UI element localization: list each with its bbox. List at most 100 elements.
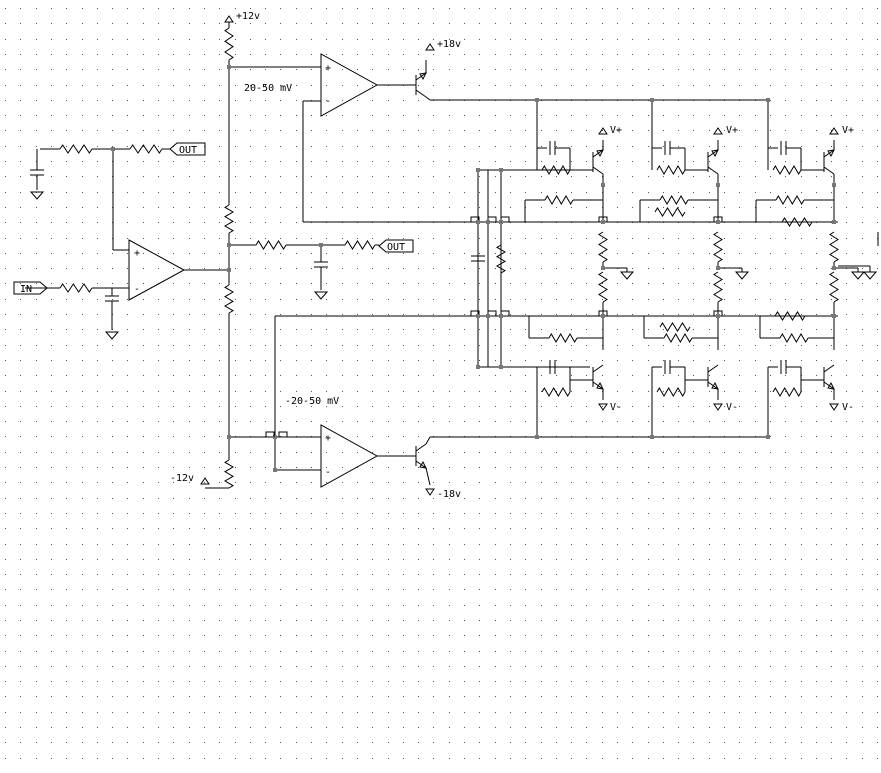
grid-dot [816, 23, 817, 24]
grid-dot [525, 482, 526, 483]
ground-symbol [734, 271, 750, 280]
grid-dot [250, 345, 251, 346]
grid-dot [801, 574, 802, 575]
grid-dot [403, 482, 404, 483]
grid-dot [66, 192, 67, 193]
grid-dot [36, 406, 37, 407]
grid-dot [280, 544, 281, 545]
grid-dot [479, 54, 480, 55]
grid-dot [479, 375, 480, 376]
grid-dot [112, 23, 113, 24]
grid-dot [51, 207, 52, 208]
grid-dot [602, 130, 603, 131]
grid-dot [495, 115, 496, 116]
grid-dot [158, 406, 159, 407]
opamp-input-minus: - [134, 284, 140, 295]
grid-dot [525, 360, 526, 361]
grid-dot [602, 85, 603, 86]
grid-dot [648, 574, 649, 575]
grid-dot [541, 115, 542, 116]
grid-dot [648, 253, 649, 254]
grid-dot [388, 574, 389, 575]
grid-dot [602, 283, 603, 284]
supply-arrow [598, 403, 608, 411]
grid-dot [479, 69, 480, 70]
junction-node [650, 98, 654, 102]
grid-dot [342, 238, 343, 239]
grid-dot [20, 666, 21, 667]
grid-dot [785, 727, 786, 728]
grid-dot [311, 268, 312, 269]
grid-dot [372, 100, 373, 101]
grid-dot [388, 452, 389, 453]
grid-dot [82, 23, 83, 24]
grid-dot [189, 589, 190, 590]
junction-node [499, 220, 503, 224]
grid-dot [433, 681, 434, 682]
grid-dot [724, 482, 725, 483]
grid-dot [556, 605, 557, 606]
grid-dot [739, 69, 740, 70]
grid-dot [541, 23, 542, 24]
junction-node [486, 314, 490, 318]
grid-dot [663, 161, 664, 162]
grid-dot [82, 605, 83, 606]
grid-dot [648, 360, 649, 361]
grid-dot [388, 345, 389, 346]
grid-dot [693, 329, 694, 330]
grid-dot [127, 635, 128, 636]
grid-dot [648, 268, 649, 269]
grid-dot [510, 238, 511, 239]
grid-dot [204, 39, 205, 40]
grid-dot [663, 253, 664, 254]
grid-dot [755, 23, 756, 24]
grid-dot [755, 85, 756, 86]
grid-dot [219, 268, 220, 269]
grid-dot [280, 299, 281, 300]
grid-dot [693, 528, 694, 529]
grid-dot [571, 238, 572, 239]
grid-dot [663, 681, 664, 682]
grid-dot [724, 651, 725, 652]
grid-dot [112, 268, 113, 269]
grid-dot [326, 467, 327, 468]
grid-dot [846, 253, 847, 254]
grid-dot [189, 651, 190, 652]
grid-dot [770, 666, 771, 667]
grid-dot [846, 176, 847, 177]
grid-dot [36, 605, 37, 606]
grid-dot [326, 54, 327, 55]
grid-dot [36, 436, 37, 437]
grid-dot [388, 192, 389, 193]
grid-dot [464, 605, 465, 606]
grid-dot [311, 329, 312, 330]
grid-dot [449, 238, 450, 239]
grid-dot [219, 574, 220, 575]
grid-dot [342, 635, 343, 636]
grid-dot [250, 559, 251, 560]
grid-dot [372, 651, 373, 652]
grid-dot [862, 559, 863, 560]
grid-dot [189, 329, 190, 330]
grid-dot [831, 758, 832, 759]
grid-dot [571, 8, 572, 9]
grid-dot [280, 528, 281, 529]
grid-dot [418, 115, 419, 116]
grid-dot [831, 589, 832, 590]
grid-dot [556, 421, 557, 422]
grid-dot [709, 559, 710, 560]
grid-dot [127, 620, 128, 621]
grid-dot [632, 299, 633, 300]
grid-dot [143, 100, 144, 101]
grid-dot [265, 207, 266, 208]
grid-dot [66, 391, 67, 392]
grid-dot [709, 635, 710, 636]
grid-dot [724, 681, 725, 682]
grid-dot [82, 482, 83, 483]
grid-dot [311, 375, 312, 376]
grid-dot [342, 696, 343, 697]
grid-dot [388, 681, 389, 682]
grid-dot [112, 666, 113, 667]
grid-dot [617, 559, 618, 560]
grid-dot [877, 651, 878, 652]
